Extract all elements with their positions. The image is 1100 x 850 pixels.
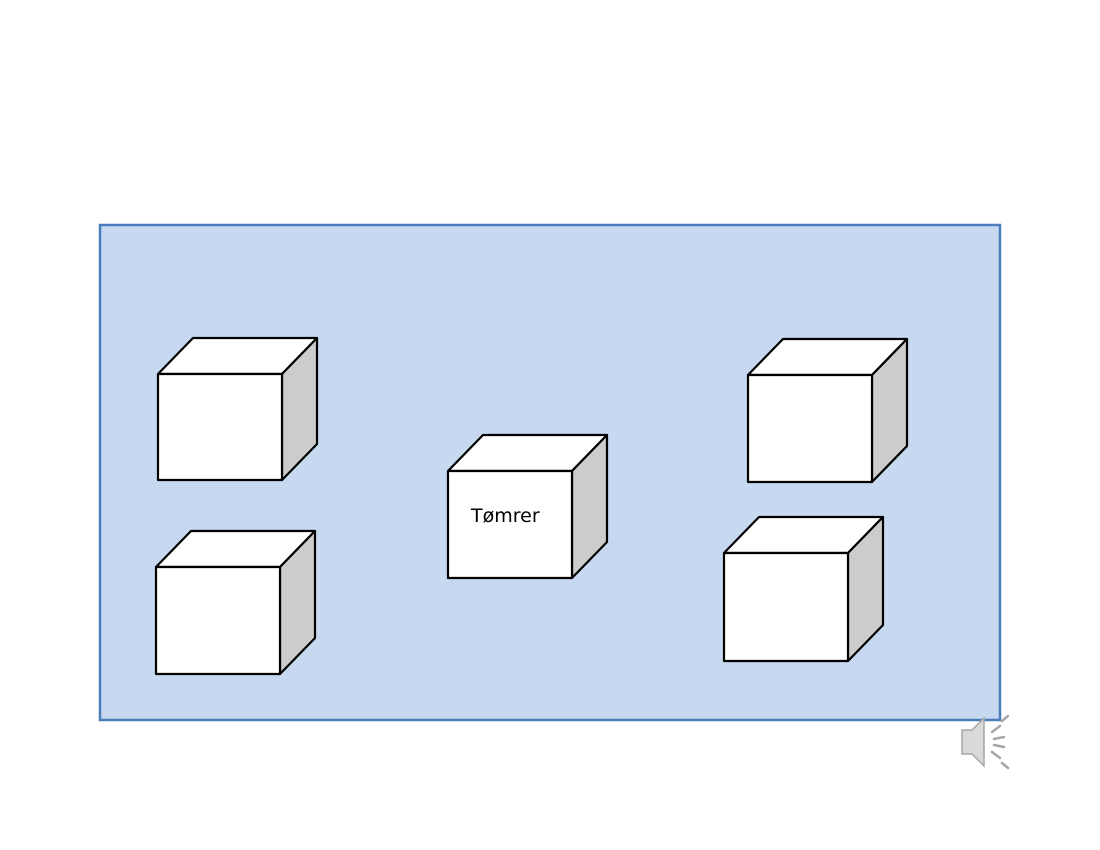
cube-center: Tømrer (446, 433, 609, 580)
cube-front-face (746, 373, 874, 484)
cube-label: Tømrer (470, 505, 540, 527)
speaker-icon[interactable] (961, 714, 1010, 770)
cube-bottom-right (722, 515, 885, 663)
cube-front-face (722, 551, 850, 663)
cube-bottom-left (154, 529, 317, 676)
cube-top-right (746, 337, 909, 484)
cube-front-face (154, 565, 282, 676)
cube-front-face (156, 372, 284, 482)
speaker-body (961, 716, 985, 768)
cube-group: Tømrer (154, 336, 909, 676)
speaker-waves (990, 714, 1010, 770)
cube-top-left (156, 336, 319, 482)
cube-front-face (446, 469, 574, 580)
